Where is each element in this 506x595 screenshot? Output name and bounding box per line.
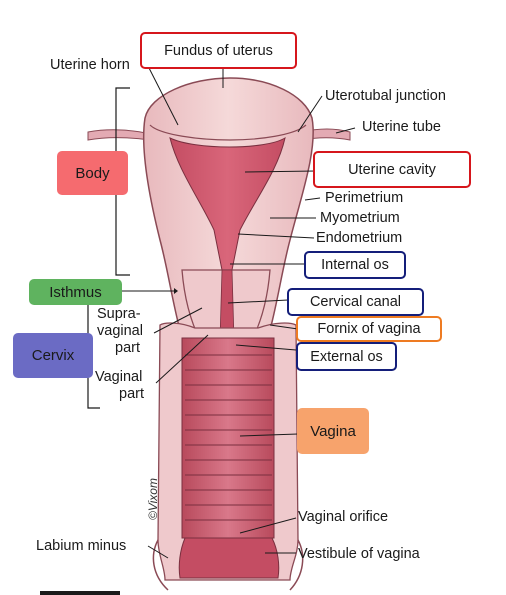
supravaginal-line-1: Supra- (97, 306, 141, 322)
supravaginal-line-2: vaginal (97, 323, 143, 339)
uterine-cavity (169, 136, 286, 271)
label-fornix-of-vagina: Fornix of vagina (296, 316, 442, 342)
vaginal-part-line-2: part (119, 386, 144, 402)
label-fundus-of-uterus: Fundus of uterus (140, 32, 297, 69)
label-uterine-tube: Uterine tube (362, 119, 441, 135)
label-endometrium: Endometrium (316, 230, 403, 246)
label-external-os: External os (296, 342, 397, 371)
label-cervix: Cervix (13, 333, 93, 378)
vaginal-part-line-1: Vaginal (95, 369, 143, 385)
label-isthmus: Isthmus (29, 279, 122, 305)
label-vaginal-part: Vaginal part (95, 369, 144, 403)
supravaginal-line-3: part (115, 340, 140, 356)
label-body: Body (57, 151, 128, 195)
label-vaginal-orifice: Vaginal orifice (298, 509, 389, 525)
label-uterine-cavity: Uterine cavity (313, 151, 471, 188)
labium-right (289, 539, 304, 591)
label-cervical-canal: Cervical canal (287, 288, 424, 316)
label-myometrium: Myometrium (320, 210, 400, 226)
bottom-crop-fragment (40, 591, 120, 595)
labium-left (152, 539, 169, 591)
leader-lines (120, 62, 356, 559)
label-uterine-horn: Uterine horn (50, 57, 130, 73)
vestibule (178, 537, 280, 579)
label-internal-os: Internal os (304, 251, 406, 279)
label-uterotubal-junction: Uterotubal junction (325, 88, 446, 104)
uterine-tube-left (87, 129, 151, 141)
label-supravaginal-part: Supra- vaginal part (97, 306, 143, 357)
artist-signature: ©Vixom (146, 478, 160, 520)
label-perimetrium: Perimetrium (325, 190, 404, 206)
label-vestibule-of-vagina: Vestibule of vagina (298, 546, 420, 562)
vaginal-rugae (185, 354, 272, 521)
label-vagina: Vagina (297, 408, 369, 454)
perimetrium-line (149, 124, 307, 141)
label-labium-minus: Labium minus (36, 538, 127, 554)
vaginal-lumen (181, 337, 275, 539)
